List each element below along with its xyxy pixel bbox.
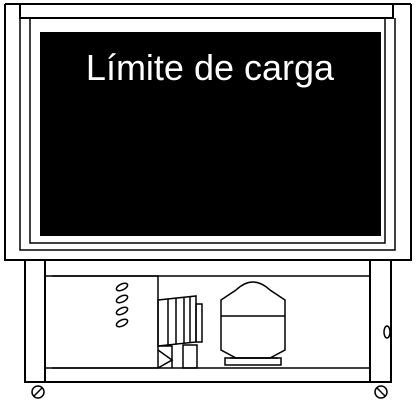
mount-bracket [182, 344, 198, 369]
drain-hole [383, 325, 391, 339]
caster-left [31, 385, 45, 399]
condenser-coil [52, 275, 159, 369]
condenser-fan [157, 295, 203, 369]
case-upper-frame [4, 3, 412, 261]
base-cabinet [24, 259, 392, 383]
load-limit-label: Límite de carga [86, 47, 335, 88]
caster-right [374, 385, 388, 399]
compressor [220, 281, 286, 366]
load-limit-panel [40, 32, 381, 236]
